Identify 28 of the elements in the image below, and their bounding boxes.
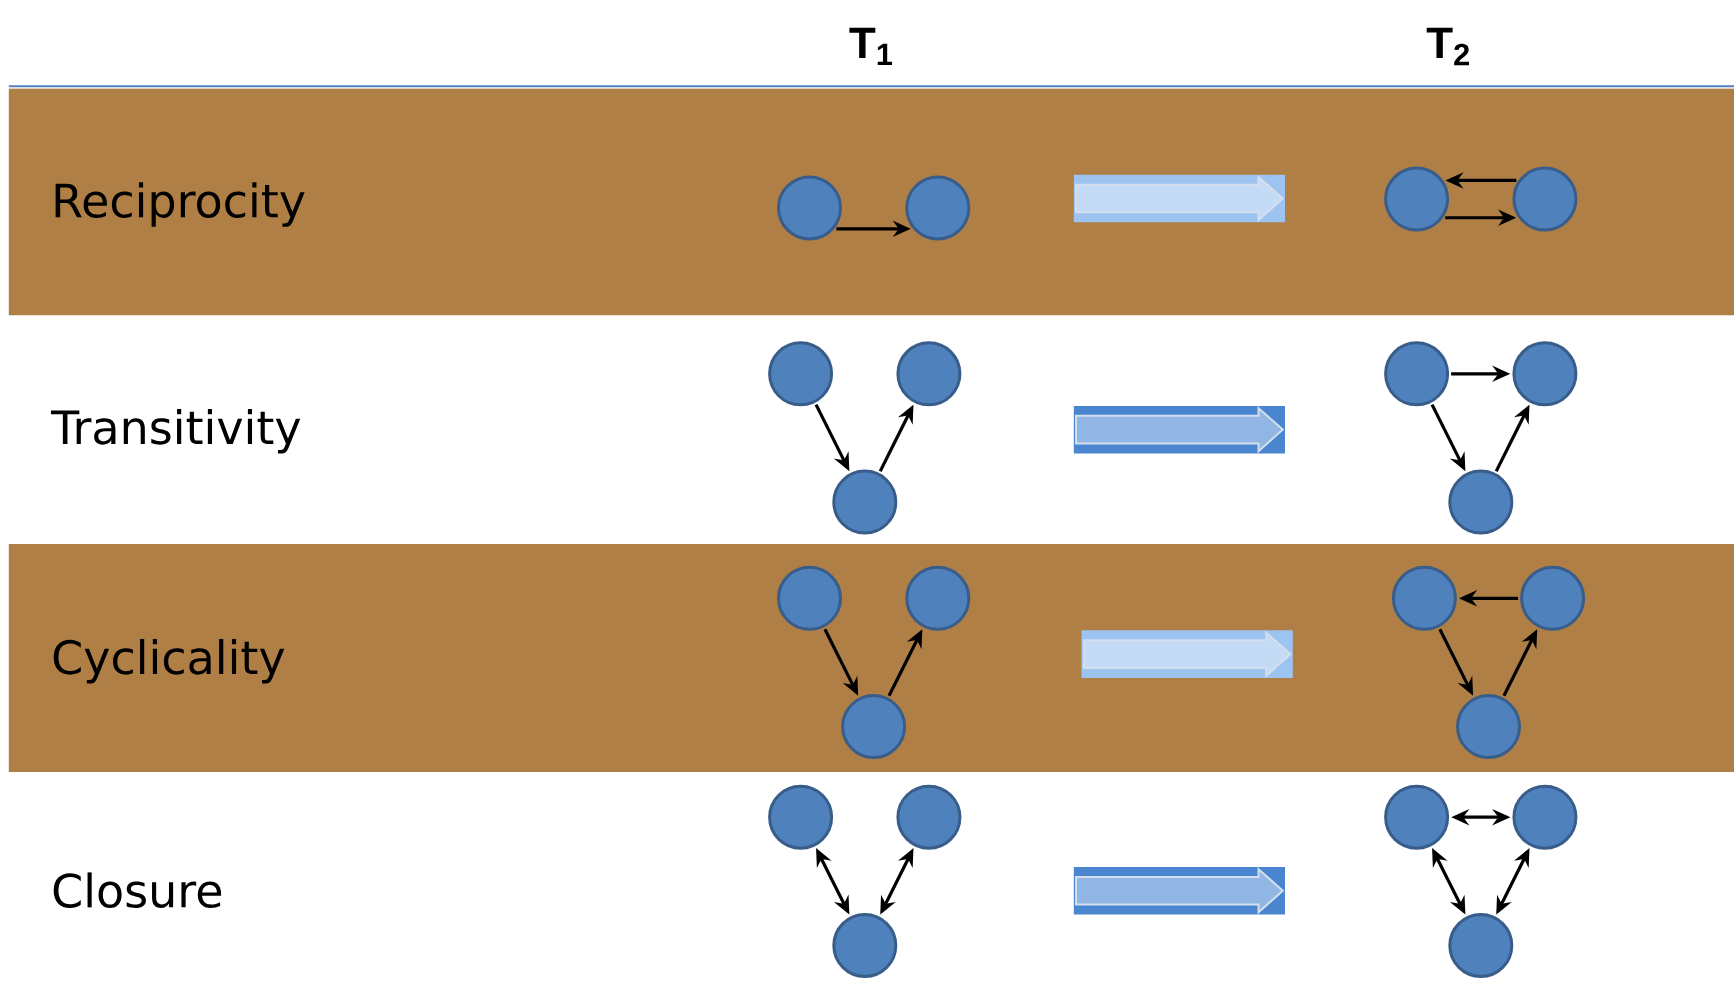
graph-node [1384,166,1450,232]
graph-node [1456,694,1521,760]
column-heading: T$_{2}$ [1426,27,1469,66]
graph-node [1448,913,1514,978]
graph-node [905,175,971,241]
graph-node [768,341,834,407]
row-label: Reciprocity [55,182,305,227]
graph-node [1520,565,1586,631]
graph-node [905,565,971,631]
graph-node [777,175,842,241]
graph-node [768,784,834,850]
graph-node [777,565,842,631]
row-label: Cyclicality [53,639,285,684]
row-label: Transitivity [51,409,301,454]
graph-node [832,469,898,535]
graph-node [832,913,898,978]
graph-node [1448,469,1514,535]
graph-node [841,694,907,760]
graph-node [1391,565,1457,631]
graph-node [1512,166,1578,232]
graph-node [1512,784,1578,850]
graph-node [1384,341,1450,407]
graph-node [1384,784,1450,850]
row-label: Closure [53,872,222,908]
graph-node [896,784,962,850]
graph-node [896,341,962,407]
column-heading: T$_{1}$ [849,27,893,65]
graph-node [1512,341,1578,407]
